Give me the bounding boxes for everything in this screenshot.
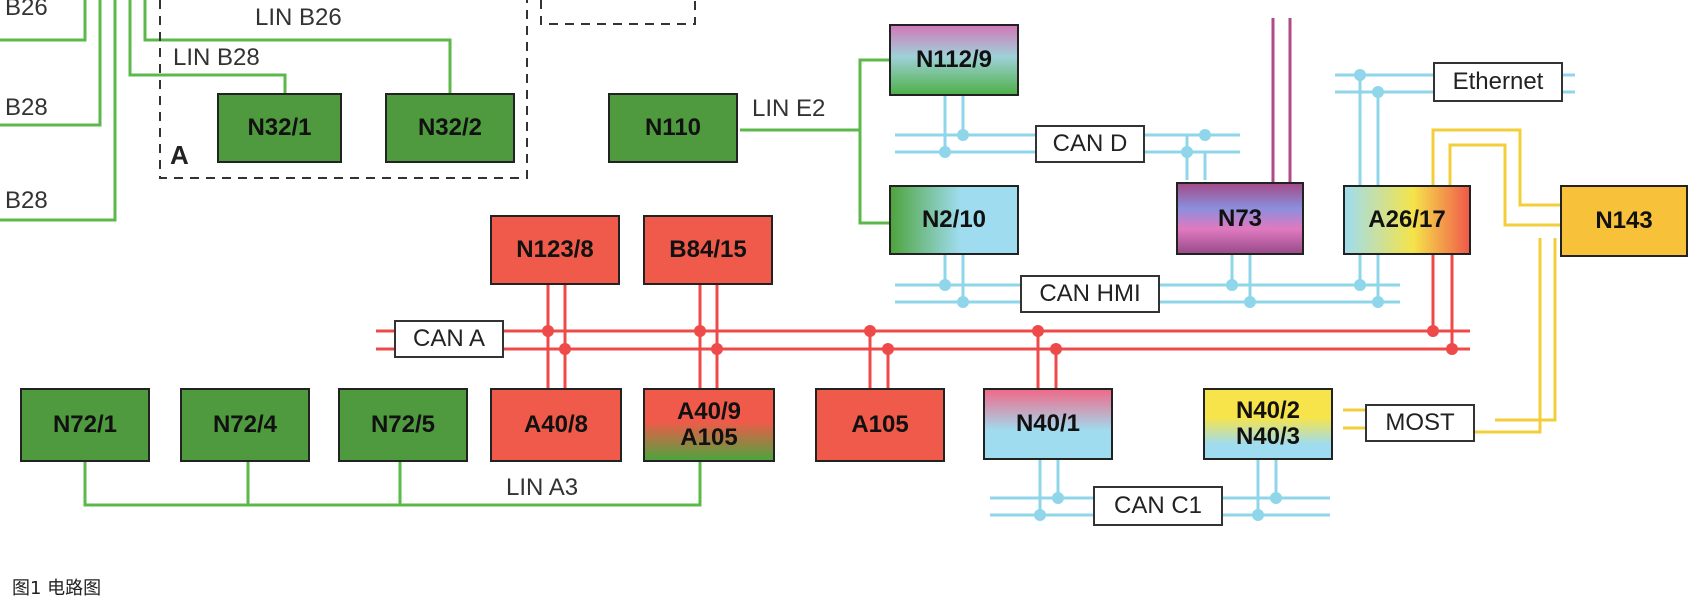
- node-n110: N110: [608, 93, 738, 163]
- node-a105: A105: [815, 388, 945, 462]
- side-label-b28-2: B28: [5, 187, 48, 214]
- can-cyan-junctions: [939, 69, 1384, 521]
- bus-label-ethernet: Ethernet: [1433, 62, 1563, 102]
- bus-label-can-c1: CAN C1: [1093, 486, 1223, 526]
- lin-e2-label: LIN E2: [752, 95, 826, 122]
- node-a26-17: A26/17: [1343, 185, 1471, 255]
- n73-wires: [1271, 18, 1292, 185]
- node-a40-9: A40/9 A105: [643, 388, 775, 462]
- area-a-label: A: [170, 140, 189, 170]
- can-a-wires: [376, 255, 1470, 388]
- bus-label-can-hmi: CAN HMI: [1020, 275, 1160, 313]
- bus-label-can-a: CAN A: [394, 320, 504, 358]
- node-b84-15: B84/15: [643, 215, 773, 285]
- can-a-junctions: [542, 325, 1458, 355]
- node-n112-9: N112/9: [889, 24, 1019, 96]
- lin-a3-label: LIN A3: [506, 474, 579, 501]
- node-n32-1: N32/1: [217, 93, 342, 163]
- bus-label-can-d: CAN D: [1035, 125, 1145, 163]
- figure-caption: 图1 电路图: [12, 578, 102, 599]
- side-label-b26: B26: [5, 0, 48, 21]
- side-label-b28-1: B28: [5, 94, 48, 121]
- lin-b28-label: LIN B28: [173, 44, 260, 71]
- node-n72-5: N72/5: [338, 388, 468, 462]
- area-a-border: [159, 0, 528, 179]
- node-n72-1: N72/1: [20, 388, 150, 462]
- node-n32-2: N32/2: [385, 93, 515, 163]
- lin-b26-label: LIN B26: [255, 4, 342, 31]
- node-n2-10: N2/10: [889, 185, 1019, 255]
- node-n143: N143: [1560, 185, 1688, 257]
- bus-label-most: MOST: [1365, 404, 1475, 442]
- node-a40-8: A40/8: [490, 388, 622, 462]
- node-n123-8: N123/8: [490, 215, 620, 285]
- node-n72-4: N72/4: [180, 388, 310, 462]
- node-n40-2: N40/2 N40/3: [1203, 388, 1333, 460]
- lin-wires: [0, 0, 890, 507]
- node-n73: N73: [1176, 182, 1304, 255]
- most-wires: [1343, 128, 1560, 434]
- node-n40-1: N40/1: [983, 388, 1113, 460]
- area-top-border: [540, 0, 696, 25]
